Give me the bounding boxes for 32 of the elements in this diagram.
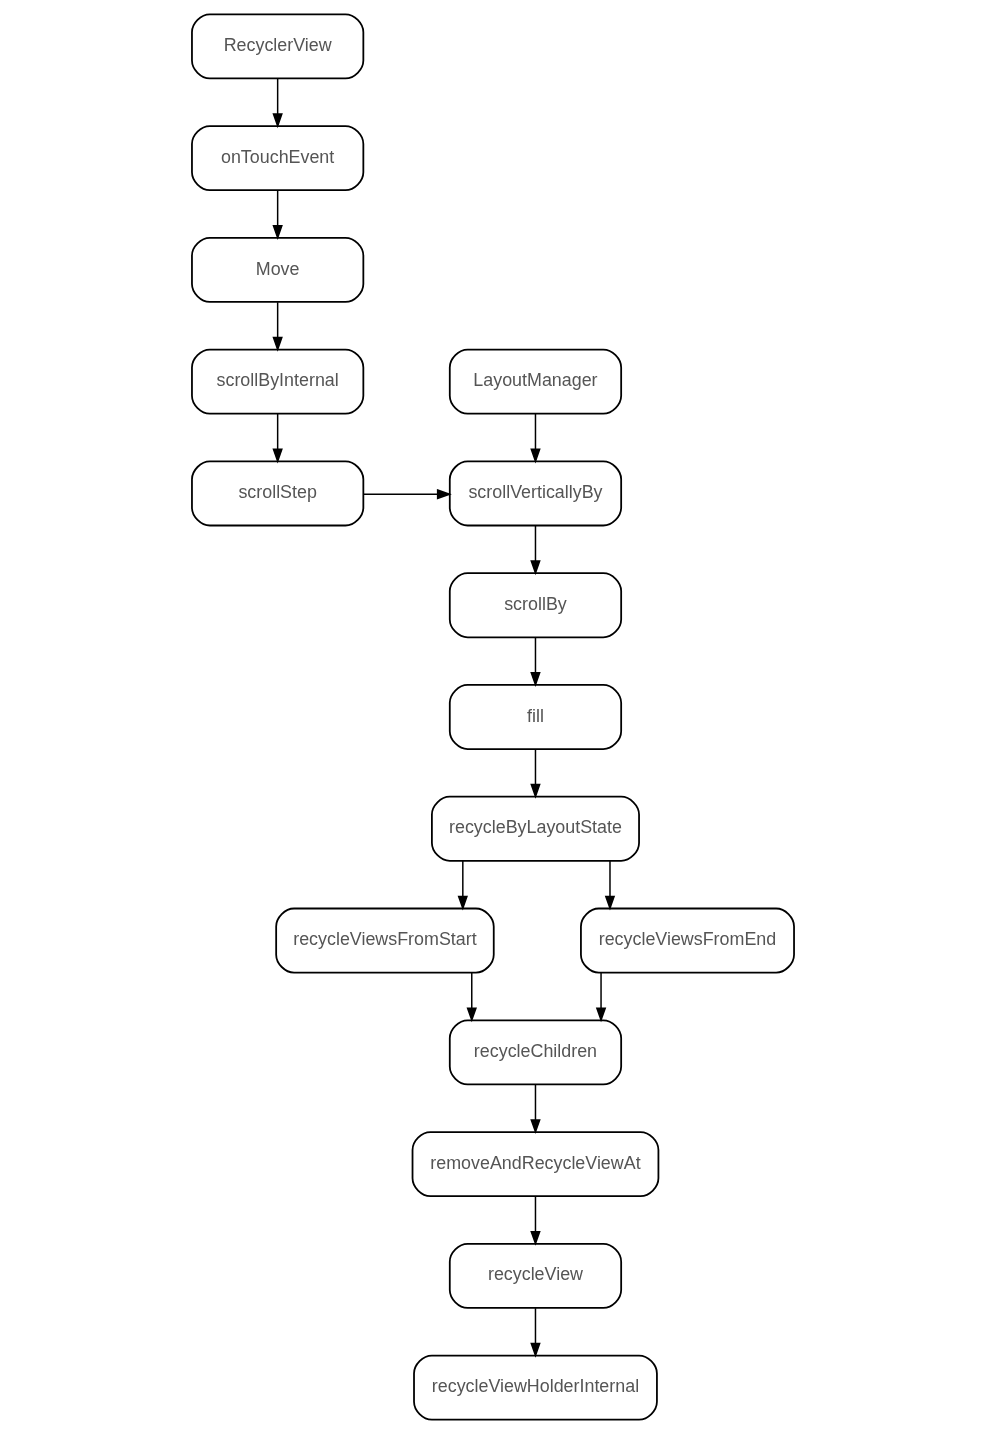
node-box: Move [191,236,365,303]
arrow [604,860,616,911]
arrow [272,77,283,129]
arrow [466,972,477,1023]
node-box: scrollByInternal [191,348,365,415]
node-box: onTouchEvent [191,125,365,192]
node-box: scrollStep [191,460,365,527]
arrow [272,189,283,240]
node-box: removeAndRecycleViewAt [411,1131,660,1198]
arrow [595,972,607,1023]
node-box: scrollBy [448,572,623,639]
node-box: recycleByLayoutState [431,795,640,862]
arrow [530,748,541,799]
arrow [272,301,283,352]
arrow [457,860,469,911]
node-box: recycleViewHolderInternal [413,1354,658,1421]
node-box: recycleView [448,1242,623,1309]
node-box: LayoutManager [448,348,623,415]
arrow [530,1195,541,1246]
arrow [530,413,541,464]
node-box: recycleChildren [448,1019,623,1086]
node-box: recycleViewsFromStart [275,907,495,974]
arrow [530,636,541,687]
arrow [530,1083,541,1135]
node-box: recycleViewsFromEnd [580,907,795,974]
node-box: scrollVerticallyBy [448,460,623,527]
arrow [530,525,541,576]
arrow [272,413,283,464]
node-box: RecyclerView [191,13,365,80]
node-box: fill [448,684,623,750]
arrow [362,489,452,500]
arrow [530,1307,541,1358]
